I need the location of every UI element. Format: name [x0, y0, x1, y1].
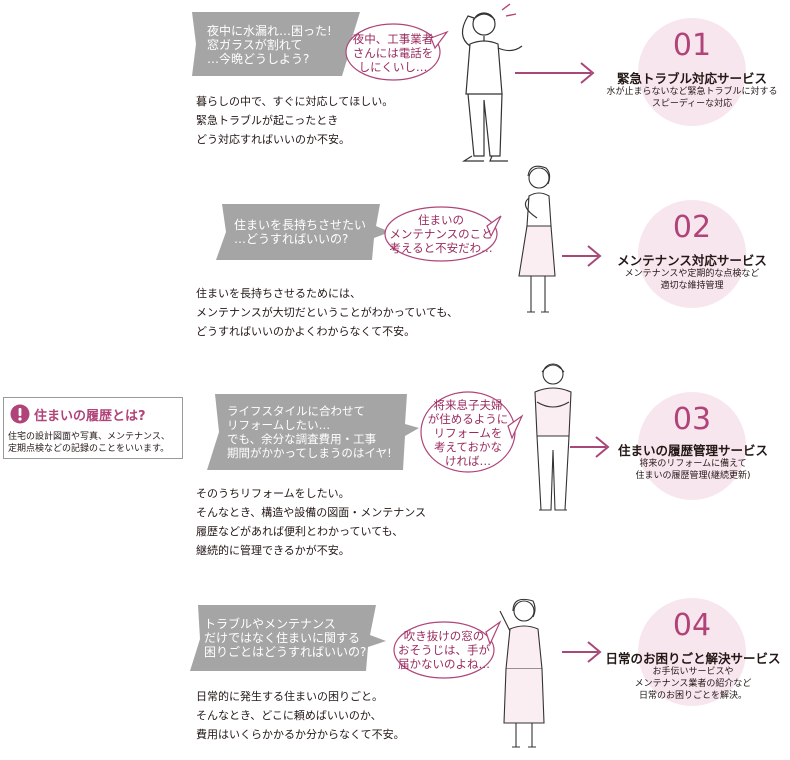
service-description: 将来のリフォームに備えて 住まいの履歴管理(継続更新) — [635, 459, 751, 481]
pink-bubble-text: 住まいの メンテナンスのこと 考えると不安だわ… — [389, 213, 493, 255]
service-number: 03 — [672, 402, 712, 437]
pink-bubble-text: 吹き抜けの窓の おそうじは、手が 届かないのよね… — [398, 629, 490, 671]
arrow-right-icon — [570, 436, 610, 458]
arrow-right-icon — [515, 62, 595, 84]
service-title: メンテナンス対応サービス — [617, 253, 767, 268]
concern-description: 暮らしの中で、すぐに対応してほしい。 緊急トラブルが起こったとき どう対応すれば… — [196, 95, 394, 146]
info-box-text: 住宅の設計図面や写真、メンテナンス、 定期点検などの記録のことをいいます。 — [8, 432, 170, 454]
housing-history-info-box: 住まいの履歴とは? 住宅の設計図面や写真、メンテナンス、 定期点検などの記録のこ… — [3, 397, 183, 459]
concern-description: 住まいを長持ちさせるためには、 メンテナンスが大切だということがわかっていても、… — [196, 287, 459, 338]
info-box-title: 住まいの履歴とは? — [34, 409, 146, 424]
service-circle: 01 — [638, 18, 746, 126]
arrow-right-icon — [562, 245, 602, 267]
gray-bubble-text: 夜中に水漏れ…困った! 窓ガラスが割れて …今晩どうしよう? — [207, 24, 332, 66]
service-description: 水が止まらないなど緊急トラブルに対する スピーディーな対応 — [606, 87, 778, 109]
service-number: 02 — [672, 210, 712, 245]
gray-bubble-text: 住まいを長持ちさせたい …どうすればいいの? — [234, 218, 367, 246]
service-circle: 03 — [638, 392, 746, 500]
service-description: お手伝いサービスや メンテナンス業者の紹介など 日常のお困りごとを解決。 — [634, 667, 752, 701]
gray-bubble-text: ライフスタイルに合わせて リフォームしたい… でも、余分な調査費用・工事 期間が… — [227, 404, 392, 460]
service-description: メンテナンスや定期的な点検など 適切な維持管理 — [624, 269, 760, 291]
exclamation-icon — [10, 404, 30, 424]
service-circle: 02 — [638, 200, 746, 308]
service-title: 住まいの履歴管理サービス — [617, 443, 768, 458]
gray-bubble-text: トラブルやメンテナンス だけではなく住まいに関する 困りごとはどうすればいいの? — [204, 617, 367, 659]
pink-bubble-text: 夜中、工事業者 さんには電話を しにくいし… — [352, 32, 434, 74]
service-number: 01 — [672, 28, 712, 63]
service-title: 日常のお困りごと解決サービス — [605, 651, 781, 666]
service-number: 04 — [672, 608, 712, 643]
service-circle: 04 — [638, 598, 746, 706]
concern-description: そのうちリフォームをしたい。 そんなとき、構造や設備の図面・メンテナンス 履歴な… — [196, 487, 427, 557]
pink-bubble-text: 将来息子夫婦 が住めるように リフォームを 考えておかな ければ… — [427, 398, 509, 468]
arrow-right-icon — [562, 641, 602, 663]
service-title: 緊急トラブル対応サービス — [616, 71, 767, 86]
concern-description: 日常的に発生する住まいの困りごと。 そんなとき、どこに頼めばいいのか、 費用はい… — [196, 690, 405, 741]
